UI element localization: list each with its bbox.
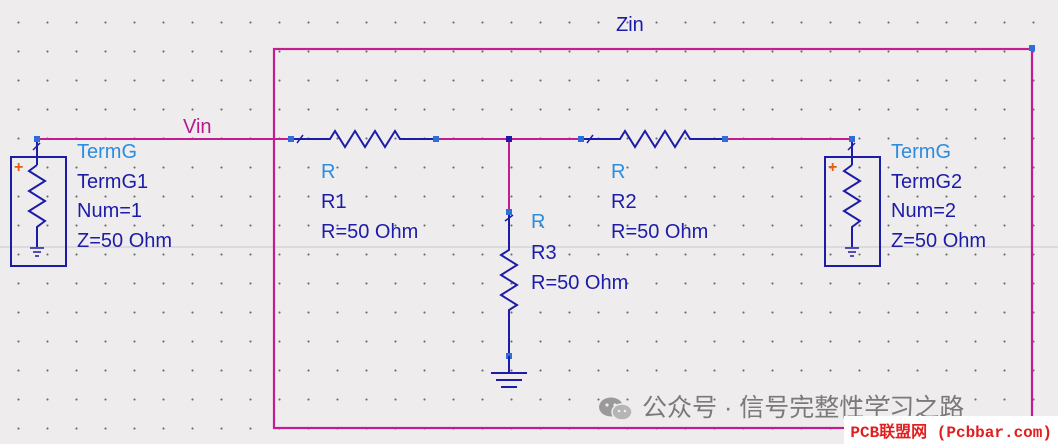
resistor-r2[interactable] [578,129,728,149]
r1-value: R=50 Ohm [321,221,419,243]
termg1-plus: + [14,159,24,176]
resistor-r1[interactable] [288,129,439,149]
termg1-name: TermG1 [77,171,149,193]
zin-box[interactable] [272,47,1034,430]
termg2-plus: + [828,159,838,176]
wechat-icon [598,396,634,422]
watermark: 公众号 · 信号完整性学习之路 [598,388,964,424]
junction-node[interactable] [506,136,512,142]
r3-type: R [531,211,546,233]
termg1-num: Num=1 [77,200,143,222]
zin-label: Zin [616,14,644,36]
corner-badge: PCB联盟网 (Pcbbar.com) [844,416,1058,444]
vin-net-label: Vin [183,116,212,138]
termg2-z: Z=50 Ohm [891,230,987,252]
ground-symbol [491,372,527,388]
termg1-z: Z=50 Ohm [77,230,173,252]
r3-name: R3 [531,242,557,264]
r2-value: R=50 Ohm [611,221,709,243]
r1-type: R [321,161,336,183]
zin-box-handle[interactable] [1029,45,1035,51]
r1-name: R1 [321,191,347,213]
termg1-type: TermG [77,141,137,163]
termg2-name: TermG2 [891,171,963,193]
termg2-num: Num=2 [891,200,957,222]
resistor-r3[interactable] [499,209,519,372]
wires[interactable] [37,138,852,212]
r2-name: R2 [611,191,637,213]
termg2-type: TermG [891,141,951,163]
r2-type: R [611,161,626,183]
termg1-symbol[interactable] [10,136,67,267]
r3-value: R=50 Ohm [531,272,629,294]
termg2-symbol[interactable] [824,136,881,267]
